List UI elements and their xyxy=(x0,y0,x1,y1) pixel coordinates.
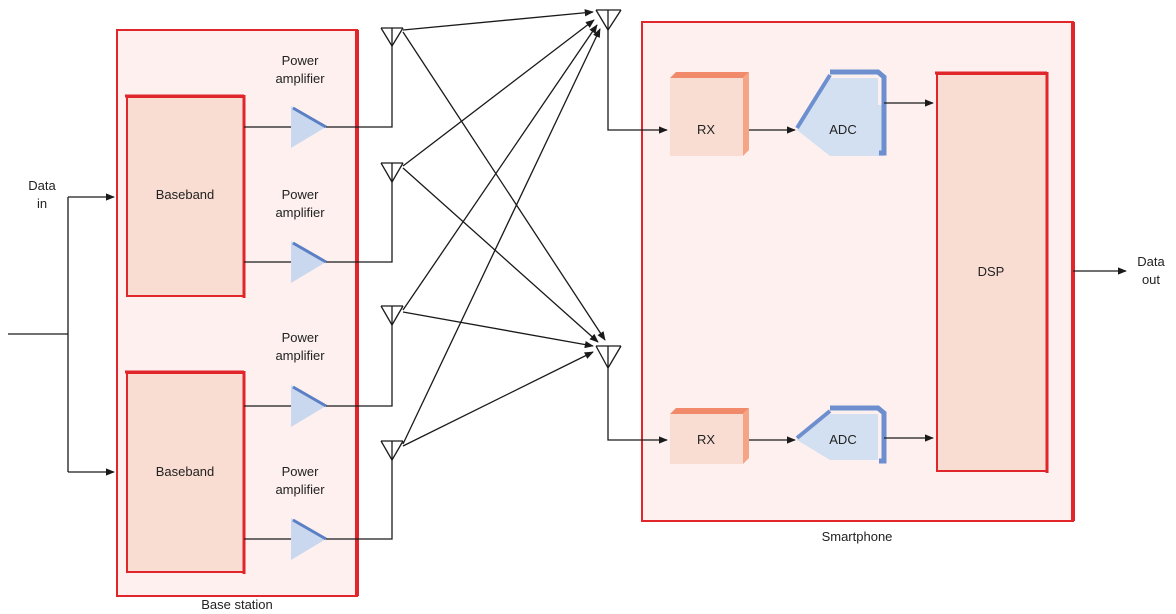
baseband-label-bottom: Baseband xyxy=(156,464,215,479)
adc-label-top: ADC xyxy=(829,122,856,137)
rx-block-bottom xyxy=(670,408,749,464)
amplifier-2-label-line1: Power xyxy=(282,187,320,202)
feed-line-2 xyxy=(326,182,393,263)
adc-block-bottom xyxy=(795,405,887,464)
tx-antenna-1-icon xyxy=(380,27,404,47)
amplifier-2-label-line2: amplifier xyxy=(275,205,325,220)
base-station-label: Base station xyxy=(201,597,273,612)
feed-line-4 xyxy=(326,460,393,540)
rx-antenna-1-icon xyxy=(595,9,622,31)
dsp-label: DSP xyxy=(978,264,1005,279)
data-in-label-line2: in xyxy=(37,196,47,211)
data-in-label-line1: Data xyxy=(28,178,56,193)
amplifier-4-label-line2: amplifier xyxy=(275,482,325,497)
power-amplifier-3 xyxy=(291,385,327,427)
amplifier-1-label-line1: Power xyxy=(282,53,320,68)
amplifier-4-label-line1: Power xyxy=(282,464,320,479)
tx-antenna-4-icon xyxy=(380,440,404,461)
feed-line-3 xyxy=(326,325,393,407)
rx-antenna-2-icon xyxy=(595,345,622,369)
tx-antenna-2-icon xyxy=(380,162,404,183)
power-amplifier-1 xyxy=(291,106,327,148)
dsp-block xyxy=(936,73,1048,472)
feed-line-1 xyxy=(326,46,393,128)
baseband-label-top: Baseband xyxy=(156,187,215,202)
data-out-label-line2: out xyxy=(1142,272,1160,287)
adc-label-bottom: ADC xyxy=(829,432,856,447)
power-amplifier-4 xyxy=(291,518,327,560)
smartphone-label: Smartphone xyxy=(822,529,893,544)
data-out-label-line1: Data xyxy=(1137,254,1165,269)
amplifier-1-label-line2: amplifier xyxy=(275,71,325,86)
input-bus xyxy=(8,193,115,476)
rx-label-bottom: RX xyxy=(697,432,715,447)
amplifier-3-label-line2: amplifier xyxy=(275,348,325,363)
rx-label-top: RX xyxy=(697,122,715,137)
amplifier-3-label-line1: Power xyxy=(282,330,320,345)
adc-block-top xyxy=(795,69,887,156)
rx-block-top xyxy=(670,72,749,156)
tx-antenna-3-icon xyxy=(380,305,404,326)
radio-paths xyxy=(402,9,606,447)
power-amplifier-2 xyxy=(291,241,327,283)
